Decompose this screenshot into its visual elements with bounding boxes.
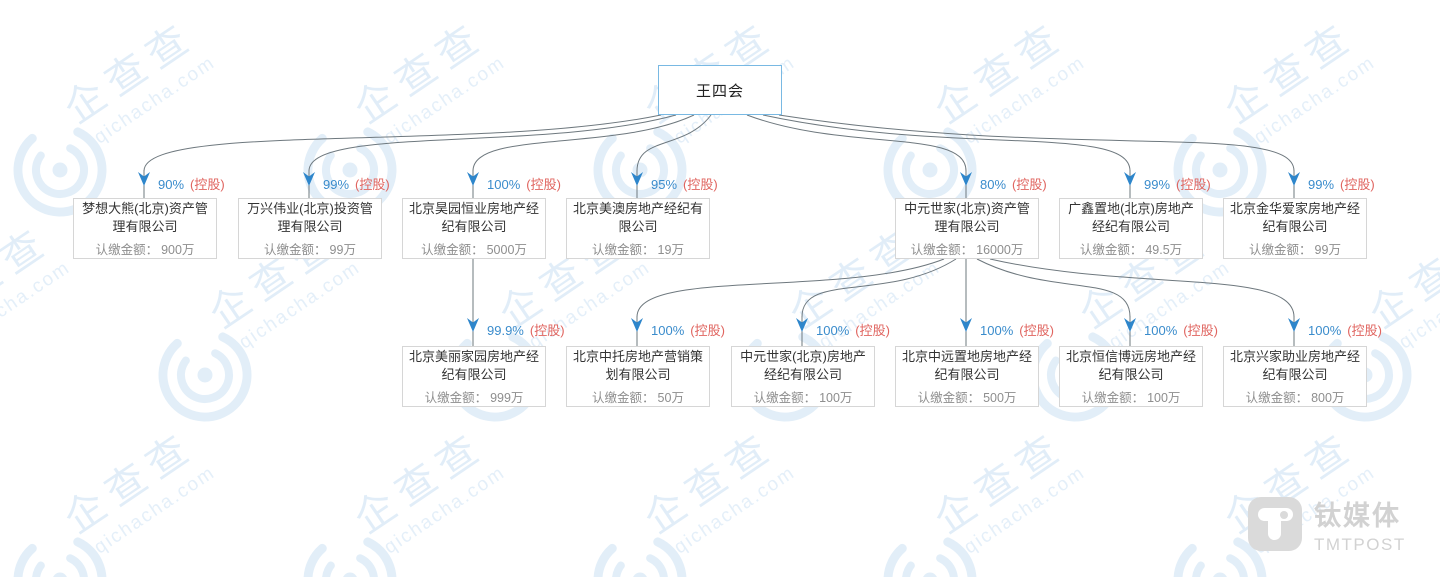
company-node-r2-1[interactable]: 北京美丽家园房地产经纪有限公司 认缴金额：999万 [402, 346, 546, 407]
company-name: 广鑫置地(北京)房地产经纪有限公司 [1068, 200, 1194, 234]
company-node-r2-2[interactable]: 北京中托房地产营销策划有限公司 认缴金额：50万 [566, 346, 710, 407]
tmtpost-t-icon [1248, 497, 1302, 551]
company-name: 北京恒信博远房地产经纪有限公司 [1066, 348, 1197, 382]
subscribed-amount: 认缴金额：100万 [1081, 390, 1181, 405]
company-name: 北京金华爱家房地产经纪有限公司 [1230, 200, 1361, 234]
ownership-label: 100%(控股) [1144, 323, 1218, 338]
company-node-r1-3[interactable]: 北京昊园恒业房地产经纪有限公司 认缴金额：5000万 [402, 198, 546, 259]
company-name: 北京兴家助业房地产经纪有限公司 [1230, 348, 1361, 382]
company-name: 北京美丽家园房地产经纪有限公司 [409, 348, 540, 382]
ownership-label: 99.9%(控股) [487, 323, 565, 338]
subscribed-amount: 认缴金额：800万 [1245, 390, 1345, 405]
ownership-label: 100%(控股) [487, 177, 561, 192]
company-node-r1-1[interactable]: 梦想大熊(北京)资产管理有限公司 认缴金额：900万 [73, 198, 217, 259]
subscribed-amount: 认缴金额：5000万 [421, 242, 527, 257]
root-person-node[interactable]: 王四会 [658, 65, 782, 115]
company-node-r1-2[interactable]: 万兴伟业(北京)投资管理有限公司 认缴金额：99万 [238, 198, 382, 259]
subscribed-amount: 认缴金额：900万 [95, 242, 195, 257]
company-name: 中元世家(北京)房地产经纪有限公司 [740, 348, 866, 382]
subscribed-amount: 认缴金额：49.5万 [1079, 242, 1183, 257]
root-person-name: 王四会 [695, 82, 744, 100]
company-name: 北京昊园恒业房地产经纪有限公司 [409, 200, 540, 234]
company-node-r1-5[interactable]: 中元世家(北京)资产管理有限公司 认缴金额：16000万 [895, 198, 1039, 259]
company-node-r1-6[interactable]: 广鑫置地(北京)房地产经纪有限公司 认缴金额：49.5万 [1059, 198, 1203, 259]
company-name: 万兴伟业(北京)投资管理有限公司 [247, 200, 373, 234]
company-node-r2-5[interactable]: 北京恒信博远房地产经纪有限公司 认缴金额：100万 [1059, 346, 1203, 407]
tmtpost-cn-label: 钛媒体 [1314, 501, 1401, 531]
subscribed-amount: 认缴金额：100万 [753, 390, 853, 405]
tmtpost-en-label: TMTPOST [1314, 535, 1406, 554]
company-name: 北京中托房地产营销策划有限公司 [573, 348, 704, 382]
subscribed-amount: 认缴金额：16000万 [910, 242, 1024, 257]
company-name: 北京美澳房地产经纪有限公司 [573, 200, 704, 234]
subscribed-amount: 认缴金额：999万 [424, 390, 524, 405]
company-name: 北京中远置地房地产经纪有限公司 [902, 348, 1033, 382]
ownership-label: 100%(控股) [980, 323, 1054, 338]
ownership-label: 99%(控股) [1144, 177, 1211, 192]
company-node-r1-7[interactable]: 北京金华爱家房地产经纪有限公司 认缴金额：99万 [1223, 198, 1367, 259]
subscribed-amount: 认缴金额：500万 [917, 390, 1017, 405]
ownership-label: 80%(控股) [980, 177, 1047, 192]
subscribed-amount: 认缴金额：99万 [1249, 242, 1341, 257]
tmtpost-logo: 钛媒体 TMTPOST [1248, 497, 1406, 553]
company-node-r1-4[interactable]: 北京美澳房地产经纪有限公司 认缴金额：19万 [566, 198, 710, 259]
company-name: 中元世家(北京)资产管理有限公司 [904, 200, 1030, 234]
subscribed-amount: 认缴金额：99万 [264, 242, 356, 257]
ownership-label: 100%(控股) [816, 323, 890, 338]
ownership-label: 100%(控股) [1308, 323, 1382, 338]
subscribed-amount: 认缴金额：19万 [592, 242, 684, 257]
ownership-label: 100%(控股) [651, 323, 725, 338]
company-node-r2-6[interactable]: 北京兴家助业房地产经纪有限公司 认缴金额：800万 [1223, 346, 1367, 407]
ownership-label: 99%(控股) [1308, 177, 1375, 192]
ownership-label: 99%(控股) [323, 177, 390, 192]
ownership-label: 95%(控股) [651, 177, 718, 192]
company-name: 梦想大熊(北京)资产管理有限公司 [82, 200, 208, 234]
company-node-r2-4[interactable]: 北京中远置地房地产经纪有限公司 认缴金额：500万 [895, 346, 1039, 407]
subscribed-amount: 认缴金额：50万 [592, 390, 684, 405]
ownership-label: 90%(控股) [158, 177, 225, 192]
company-node-r2-3[interactable]: 中元世家(北京)房地产经纪有限公司 认缴金额：100万 [731, 346, 875, 407]
